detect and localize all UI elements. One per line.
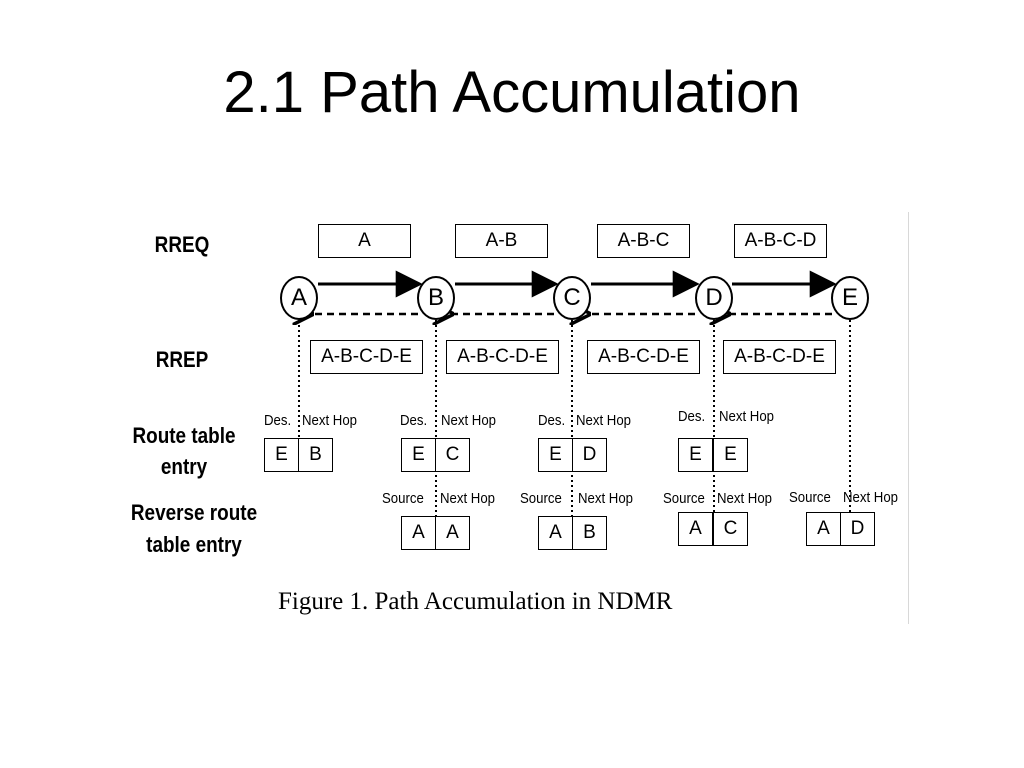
- rreq-message: A-B-C-D: [734, 224, 827, 258]
- route-table-dest-cell: E: [538, 438, 573, 472]
- rrep-row-label: RREP: [155, 347, 209, 372]
- rrep-message: A-B-C-D-E: [310, 340, 423, 374]
- rreq-message: A: [318, 224, 411, 258]
- rrep-message: A-B-C-D-E: [587, 340, 700, 374]
- route-table-dest-header: Des.: [538, 412, 566, 429]
- figure-frame: [116, 212, 909, 624]
- route-table-dest-cell: E: [401, 438, 436, 472]
- reverse-route-label-line2: table entry: [146, 532, 242, 557]
- reverse-route-source-header: Source: [382, 490, 424, 507]
- route-table-nexthop-header: Next Hop: [441, 412, 497, 429]
- route-table-dest-cell: E: [678, 438, 713, 472]
- route-table-label-line2: entry: [160, 454, 208, 479]
- reverse-route-nexthop-header: Next Hop: [578, 490, 634, 507]
- rreq-message: A-B-C: [597, 224, 690, 258]
- rreq-row-label: RREQ: [154, 232, 210, 257]
- slide-title: 2.1 Path Accumulation: [223, 60, 801, 125]
- node-circle: B: [417, 276, 455, 320]
- reverse-route-nexthop-cell: B: [572, 516, 607, 550]
- route-table-nexthop-cell: C: [435, 438, 470, 472]
- route-table-dest-header: Des.: [264, 412, 292, 429]
- reverse-route-source-header: Source: [789, 489, 831, 506]
- rreq-message: A-B: [455, 224, 548, 258]
- route-table-label-line1: Route table: [132, 423, 236, 448]
- route-table-dest-header: Des.: [400, 412, 428, 429]
- reverse-route-source-header: Source: [663, 490, 705, 507]
- reverse-route-source-cell: A: [538, 516, 573, 550]
- route-table-nexthop-header: Next Hop: [576, 412, 632, 429]
- reverse-route-nexthop-cell: C: [713, 512, 748, 546]
- node-circle: D: [695, 276, 733, 320]
- route-table-nexthop-cell: E: [713, 438, 748, 472]
- reverse-route-source-cell: A: [401, 516, 436, 550]
- reverse-route-source-cell: A: [806, 512, 841, 546]
- route-table-dest-header: Des.: [678, 408, 706, 425]
- reverse-route-nexthop-header: Next Hop: [440, 490, 496, 507]
- route-table-nexthop-header: Next Hop: [302, 412, 358, 429]
- route-table-nexthop-cell: B: [298, 438, 333, 472]
- rrep-message: A-B-C-D-E: [723, 340, 836, 374]
- reverse-route-nexthop-cell: A: [435, 516, 470, 550]
- reverse-route-nexthop-cell: D: [840, 512, 875, 546]
- reverse-route-nexthop-header: Next Hop: [717, 490, 773, 507]
- node-circle: A: [280, 276, 318, 320]
- reverse-route-nexthop-header: Next Hop: [843, 489, 899, 506]
- rrep-message: A-B-C-D-E: [446, 340, 559, 374]
- route-table-nexthop-cell: D: [572, 438, 607, 472]
- figure-caption: Figure 1. Path Accumulation in NDMR: [278, 588, 673, 615]
- reverse-route-source-header: Source: [520, 490, 562, 507]
- route-table-nexthop-header: Next Hop: [719, 408, 775, 425]
- node-circle: C: [553, 276, 591, 320]
- reverse-route-source-cell: A: [678, 512, 713, 546]
- route-table-dest-cell: E: [264, 438, 299, 472]
- node-circle: E: [831, 276, 869, 320]
- reverse-route-label-line1: Reverse route: [130, 500, 258, 525]
